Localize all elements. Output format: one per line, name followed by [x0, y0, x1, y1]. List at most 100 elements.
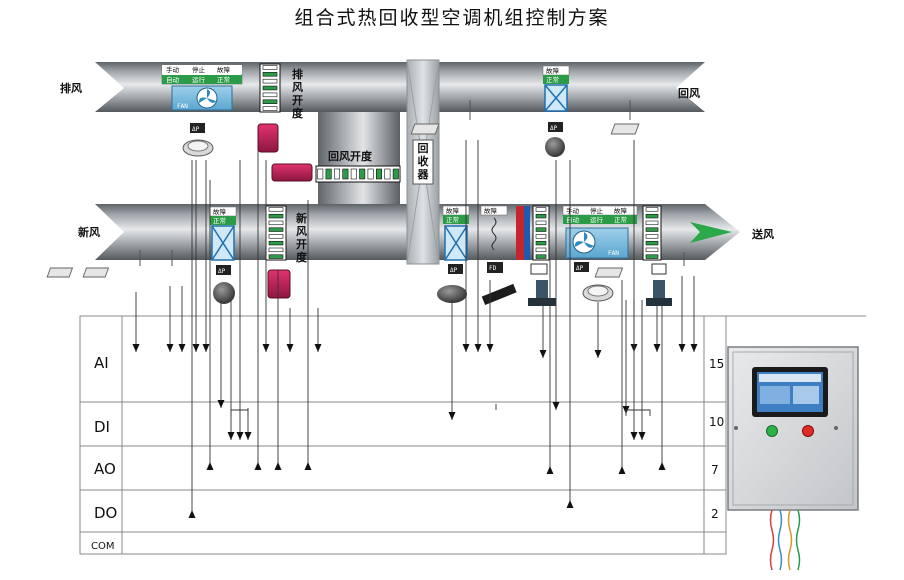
damper-blade [262, 72, 278, 77]
arrow-up-icon [188, 510, 196, 518]
damper-blade [645, 254, 659, 259]
damper-blade [262, 65, 278, 70]
damper-blade [535, 227, 547, 232]
signal-bracket [230, 409, 249, 416]
damper-blade [535, 240, 547, 246]
svg-text:停止: 停止 [590, 206, 604, 215]
svg-text:手动: 手动 [166, 65, 180, 74]
exhaust-damper-label-4: 度 [292, 106, 304, 120]
damper-blade [268, 240, 284, 246]
damper-blade [535, 234, 547, 239]
supply-temp-sensor [594, 252, 685, 278]
heat-recovery-label-3: 器 [417, 168, 430, 181]
svg-text:故障: 故障 [213, 207, 227, 216]
damper-blade [392, 168, 399, 180]
svg-text:FAN: FAN [177, 103, 188, 110]
damper-blade [262, 106, 278, 111]
arrow-down-icon [462, 344, 470, 352]
exhaust-damper-actuator [257, 123, 279, 153]
svg-text:FD: FD [489, 265, 497, 272]
damper-blade [367, 168, 374, 180]
damper-blade [384, 168, 391, 180]
arrow-down-icon [630, 432, 638, 440]
svg-text:故障: 故障 [614, 206, 628, 215]
row-ao-label: AO [94, 460, 116, 478]
signal-lines [132, 140, 698, 518]
damper-blade [645, 240, 659, 246]
exhaust-damper-label-1: 排 [292, 67, 303, 81]
damper-blade [262, 78, 278, 84]
arrow-up-icon [658, 462, 666, 470]
label-supply-air: 送风 [751, 227, 774, 241]
control-cabinet [727, 346, 859, 571]
svg-text:正常: 正常 [213, 216, 226, 225]
arrow-down-icon [594, 350, 602, 358]
exhaust-damper-label-2: 风 [292, 80, 303, 94]
arrow-up-icon [206, 462, 214, 470]
damper-blade [535, 254, 547, 259]
damper-blade [535, 207, 547, 212]
damper-blade [342, 168, 349, 180]
return-temp-humidity-sensor [410, 100, 471, 135]
damper-blade [268, 213, 284, 219]
svg-text:ΔP: ΔP [192, 126, 200, 133]
fresh-air-filter: 故障 正常 ΔP [209, 206, 237, 304]
coil-damper-blades [535, 207, 547, 259]
fresh-temp-sensor [46, 250, 141, 278]
damper-blade [268, 227, 284, 232]
damper-blade [645, 247, 659, 253]
arrow-down-icon [690, 344, 698, 352]
svg-text:故障: 故障 [546, 66, 560, 75]
arrow-up-icon [546, 466, 554, 474]
return-damper-actuator [271, 163, 313, 182]
stop-button [802, 425, 814, 437]
row-do-label: DO [94, 504, 117, 522]
humidifier [642, 205, 662, 261]
damper-blade [645, 227, 659, 232]
fresh-damper-label-1: 新 [296, 211, 307, 225]
supply-fan-group: 手动 停止 故障 自动 运行 正常 FAN ΔP [562, 205, 638, 302]
arrow-down-icon [202, 344, 210, 352]
signal-bracket [625, 409, 651, 416]
arrow-down-icon [486, 344, 494, 352]
arrow-up-icon [304, 462, 312, 470]
label-return-air: 回风 [678, 86, 700, 100]
damper-blade [350, 168, 357, 180]
damper-blade [317, 168, 324, 180]
damper-blade [268, 220, 284, 226]
arrow-down-icon [314, 344, 322, 352]
damper-blade [268, 234, 284, 239]
page-title: 组合式热回收型空调机组控制方案 [294, 7, 609, 29]
label-fresh-air: 新风 [78, 225, 100, 239]
row-di-count: 10 [709, 415, 724, 429]
supply-air-arrow-icon [690, 222, 732, 243]
row-di-label: DI [94, 418, 110, 436]
damper-blade [645, 207, 659, 212]
cooling-coil [524, 206, 530, 260]
svg-text:正常: 正常 [217, 75, 230, 84]
return-damper-label: 回风开度 [328, 149, 373, 163]
row-ai-count: 15 [709, 357, 724, 371]
svg-text:正常: 正常 [614, 215, 627, 224]
arrow-down-icon [132, 344, 140, 352]
arrow-down-icon [678, 344, 686, 352]
damper-blade [268, 207, 284, 212]
heat-recovery-label-2: 收 [418, 154, 429, 168]
coil-damper [532, 205, 550, 261]
fresh-damper-label-4: 度 [296, 250, 308, 264]
svg-text:运行: 运行 [192, 75, 206, 84]
damper-blade [645, 234, 659, 239]
fresh-humidity-sensor [82, 250, 173, 278]
fresh-damper-label-2: 风 [296, 224, 307, 238]
damper-blade [262, 99, 278, 104]
svg-text:故障: 故障 [217, 65, 231, 74]
arrow-down-icon [552, 402, 560, 410]
svg-text:故障: 故障 [446, 206, 460, 215]
arrow-up-icon [618, 466, 626, 474]
arrow-up-icon [254, 462, 262, 470]
humidifier-valve [646, 263, 672, 306]
arrow-down-icon [244, 432, 252, 440]
row-ao-count: 7 [711, 463, 719, 477]
damper-blade [359, 168, 366, 180]
arrow-down-icon [638, 432, 646, 440]
